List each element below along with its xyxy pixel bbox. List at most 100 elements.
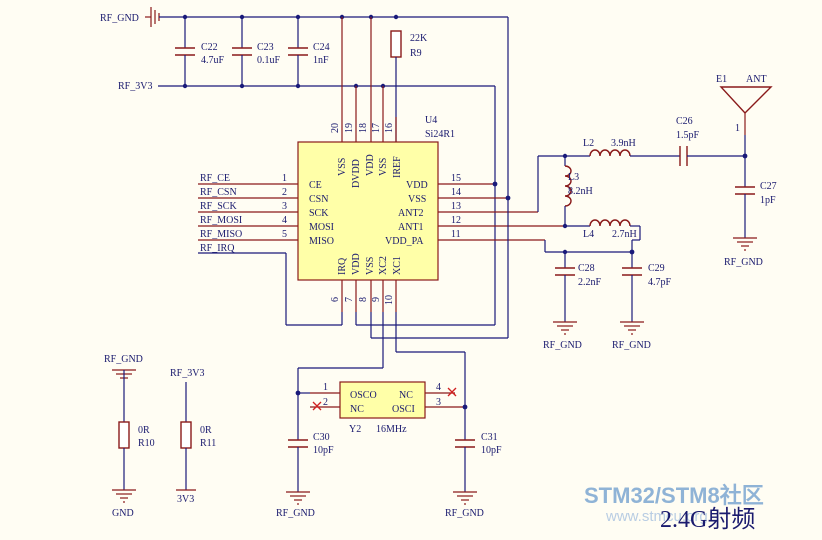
c23-ref: C23 xyxy=(257,42,274,53)
l4-ref: L4 xyxy=(583,229,594,240)
pin-vss-top-1: VSS xyxy=(337,158,348,176)
pin-4-num: 4 xyxy=(282,215,287,226)
pin-5-num: 5 xyxy=(282,229,287,240)
c30-gnd-label: RF_GND xyxy=(276,508,315,519)
c30-value: 10pF xyxy=(313,445,334,456)
pin-csn: CSN xyxy=(309,194,328,205)
pin-mosi: MOSI xyxy=(309,222,334,233)
pin-vss-top-2: VSS xyxy=(378,158,389,176)
pin-19-num: 19 xyxy=(344,123,355,133)
pin-15-num: 15 xyxy=(451,173,461,184)
pin-vss-bottom: VSS xyxy=(365,257,376,275)
net-rf-csn: RF_CSN xyxy=(200,187,237,198)
rf-3v3-label-top: RF_3V3 xyxy=(118,81,152,92)
c22-value: 4.7uF xyxy=(201,55,225,66)
pin-20-num: 20 xyxy=(330,123,341,133)
pin-13-num: 13 xyxy=(451,201,461,212)
rf-3v3-rail: RF_3V3 xyxy=(118,81,496,325)
capacitor-c29: C29 4.7pF RF_GND xyxy=(612,252,672,351)
rf-gnd-label-top: RF_GND xyxy=(100,13,139,24)
c24-ref: C24 xyxy=(313,42,330,53)
y2-pin-osci: OSCI xyxy=(392,404,415,415)
pin-8-num: 8 xyxy=(358,297,369,302)
watermark-brand: STM32/STM8社区 xyxy=(584,483,764,508)
r11-bottom-net: 3V3 xyxy=(177,494,194,505)
c26-ref: C26 xyxy=(676,116,693,127)
r10-top-net: RF_GND xyxy=(104,354,143,365)
pin-6-num: 6 xyxy=(330,297,341,302)
crystal-y2: OSCO NC NC OSCI Y2 16MHz 1 2 3 4 xyxy=(295,352,468,440)
u4-part: Si24R1 xyxy=(425,129,455,140)
e1-pin-1: 1 xyxy=(735,123,740,134)
pin-7-num: 7 xyxy=(344,297,355,302)
r10-bottom-net: GND xyxy=(112,508,134,519)
y2-pin-osco: OSCO xyxy=(350,390,377,401)
c29-gnd-label: RF_GND xyxy=(612,340,651,351)
c26-value: 1.5pF xyxy=(676,130,700,141)
pin-ce: CE xyxy=(309,180,322,191)
r11-ref: R11 xyxy=(200,438,216,449)
net-rf-mosi: RF_MOSI xyxy=(200,215,242,226)
r10-ref: R10 xyxy=(138,438,155,449)
rf-gnd-rail: RF_GND xyxy=(100,7,508,27)
r9-ref: R9 xyxy=(410,48,422,59)
l4-value: 2.7nH xyxy=(612,229,637,240)
capacitor-c31: C31 10pF RF_GND xyxy=(445,432,502,519)
y2-pin-nc-left: NC xyxy=(350,404,364,415)
r11-top-net: RF_3V3 xyxy=(170,368,204,379)
r10-value: 0R xyxy=(138,425,150,436)
l2-value: 3.9nH xyxy=(611,138,636,149)
pin-17-num: 17 xyxy=(371,123,382,133)
pin-vdd-top: VDD xyxy=(365,154,376,176)
net-rf-irq: RF_IRQ xyxy=(200,243,235,254)
pin-ant2: ANT2 xyxy=(398,208,424,219)
pin-xc1: XC1 xyxy=(392,256,403,275)
u4-ref: U4 xyxy=(425,115,437,126)
r9-value: 22K xyxy=(410,33,428,44)
capacitor-c23: C23 0.1uF xyxy=(232,17,281,86)
c28-gnd-label: RF_GND xyxy=(543,340,582,351)
pin-14-num: 14 xyxy=(451,187,461,198)
c29-ref: C29 xyxy=(648,263,665,274)
capacitor-c24: C24 1nF xyxy=(288,17,330,86)
pin-18-num: 18 xyxy=(358,123,369,133)
pin-iref: IREF xyxy=(392,156,403,178)
antenna-e1: E1 ANT 1 xyxy=(716,74,773,156)
c31-value: 10pF xyxy=(481,445,502,456)
pin-3-num: 3 xyxy=(282,201,287,212)
pin-sck: SCK xyxy=(309,208,329,219)
y2-pin-1-num: 1 xyxy=(323,382,328,393)
pin-vdd-pa: VDD_PA xyxy=(385,236,424,247)
c28-value: 2.2nF xyxy=(578,277,602,288)
pin-10-num: 10 xyxy=(384,295,395,305)
pin-xc2: XC2 xyxy=(378,256,389,275)
pin-vdd-bottom: VDD xyxy=(351,253,362,275)
y2-ref: Y2 xyxy=(349,424,361,435)
net-rf-ce: RF_CE xyxy=(200,173,230,184)
y2-pin-2-num: 2 xyxy=(323,397,328,408)
net-rf-sck: RF_SCK xyxy=(200,201,237,212)
diagram-caption: 2.4G射频 xyxy=(660,506,755,533)
rf-matching: L3 8.2nH L2 3.9nH C26 1.5pF L4 2.7nH xyxy=(537,116,748,255)
pin-vdd-right: VDD xyxy=(406,180,428,191)
c27-ref: C27 xyxy=(760,181,777,192)
r11-value: 0R xyxy=(200,425,212,436)
capacitor-c30: C30 10pF RF_GND xyxy=(276,432,334,519)
capacitor-c28: C28 2.2nF RF_GND xyxy=(543,252,602,351)
c24-value: 1nF xyxy=(313,55,329,66)
y2-pin-nc-right: NC xyxy=(399,390,413,401)
pin-dvdd: DVDD xyxy=(351,159,362,188)
pin-vss-right: VSS xyxy=(408,194,426,205)
pin-irq: IRQ xyxy=(337,257,348,275)
c22-ref: C22 xyxy=(201,42,218,53)
pin-9-num: 9 xyxy=(371,297,382,302)
e1-ref: E1 xyxy=(716,74,727,85)
y2-pin-3-num: 3 xyxy=(436,397,441,408)
c27-gnd-label: RF_GND xyxy=(724,257,763,268)
c23-value: 0.1uF xyxy=(257,55,281,66)
pin-16-num: 16 xyxy=(384,123,395,133)
pin-11-num: 11 xyxy=(451,229,461,240)
c27-value: 1pF xyxy=(760,195,776,206)
pin-1-num: 1 xyxy=(282,173,287,184)
c31-ref: C31 xyxy=(481,432,498,443)
